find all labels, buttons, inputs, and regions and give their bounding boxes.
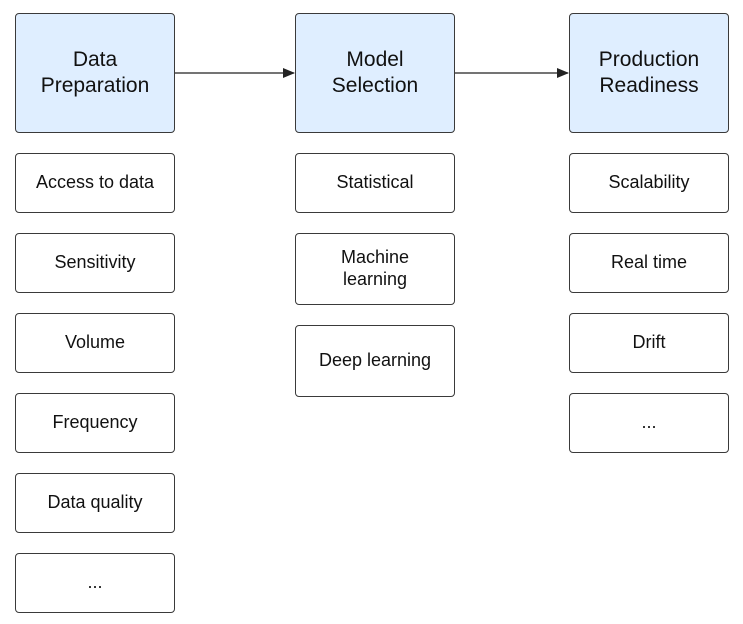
- item-label: ...: [641, 412, 657, 433]
- item-machine-learning: Machine learning: [295, 233, 455, 305]
- item-label: Drift: [632, 332, 666, 353]
- item-label: Frequency: [52, 412, 138, 433]
- item-real-time: Real time: [569, 233, 729, 293]
- item-label: Machine learning: [340, 247, 410, 289]
- item-deep-learning: Deep learning: [295, 325, 455, 397]
- header-production-readiness: Production Readiness: [569, 13, 729, 133]
- item-sensitivity: Sensitivity: [15, 233, 175, 293]
- item-label: Data quality: [47, 492, 143, 513]
- item-label: Deep learning: [318, 350, 432, 371]
- item-label: Volume: [64, 332, 126, 353]
- item-frequency: Frequency: [15, 393, 175, 453]
- header-label: Model Selection: [331, 48, 419, 97]
- item-label: Scalability: [608, 172, 690, 193]
- item-volume: Volume: [15, 313, 175, 373]
- item-access-to-data: Access to data: [15, 153, 175, 213]
- header-label: Production Readiness: [598, 48, 700, 97]
- item-label: Access to data: [35, 172, 155, 193]
- header-label: Data Preparation: [40, 48, 150, 97]
- header-model-selection: Model Selection: [295, 13, 455, 133]
- item-data-quality: Data quality: [15, 473, 175, 533]
- item-scalability: Scalability: [569, 153, 729, 213]
- item-label: ...: [87, 572, 103, 593]
- item-label: Statistical: [336, 172, 414, 193]
- item-statistical: Statistical: [295, 153, 455, 213]
- item-label: Real time: [610, 252, 688, 273]
- item-ellipsis: ...: [569, 393, 729, 453]
- item-label: Sensitivity: [54, 252, 136, 273]
- item-ellipsis: ...: [15, 553, 175, 613]
- header-data-preparation: Data Preparation: [15, 13, 175, 133]
- item-drift: Drift: [569, 313, 729, 373]
